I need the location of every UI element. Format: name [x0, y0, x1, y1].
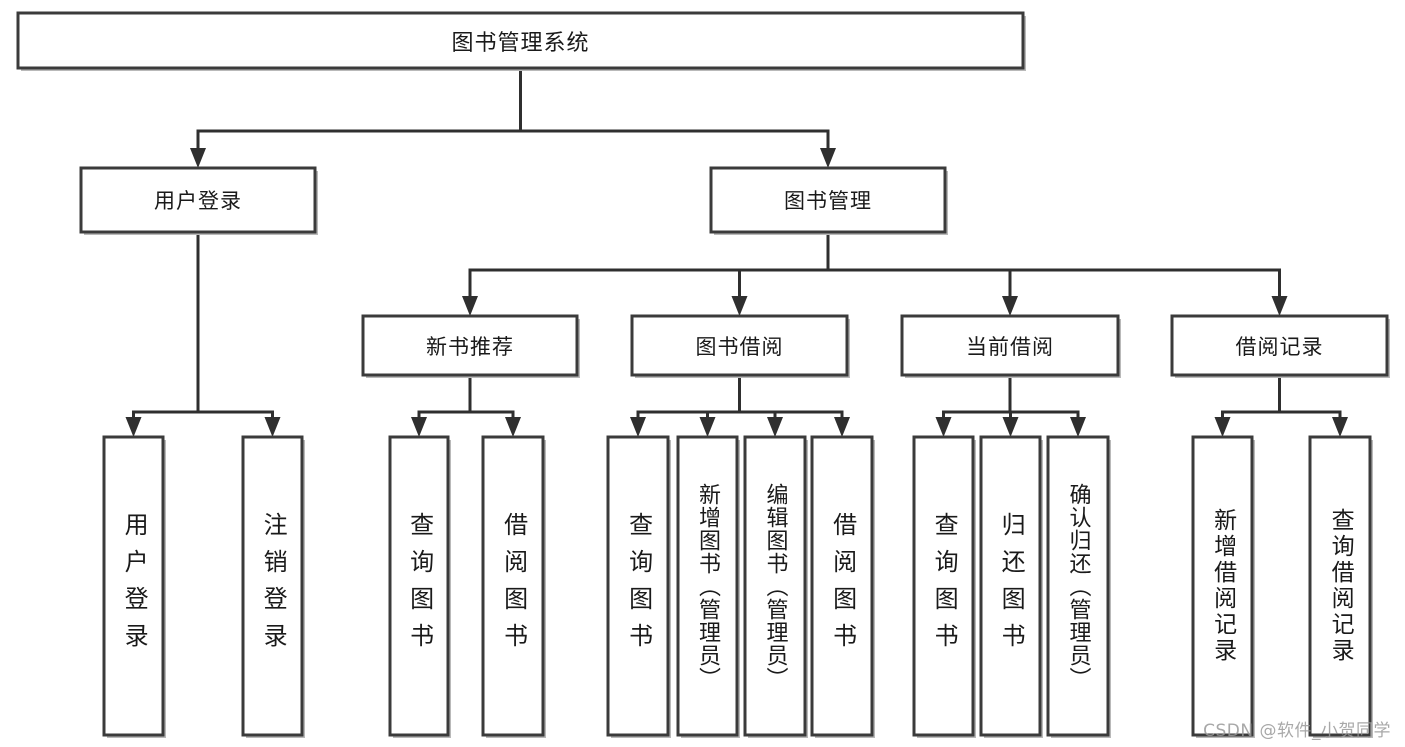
arrow-head-icon: [411, 417, 427, 437]
arrow-head-icon: [125, 417, 142, 437]
arrow-head-icon: [767, 417, 783, 437]
node-box-user-login[interactable]: [79, 166, 317, 234]
node-box-current-borrow[interactable]: [900, 314, 1120, 377]
arrow-head-icon: [1214, 417, 1231, 437]
boxes-layer: [16, 11, 1390, 738]
node-box-leaf-query-borrow-record[interactable]: [1308, 435, 1372, 737]
node-box-leaf-borrow-book-rec[interactable]: [481, 435, 545, 737]
node-box-leaf-query-book-borrow[interactable]: [606, 435, 670, 737]
arrow-head-icon: [1002, 296, 1018, 316]
node-box-leaf-return-book[interactable]: [979, 435, 1042, 737]
node-box-book-manage[interactable]: [709, 166, 947, 234]
arrow-head-icon: [1002, 417, 1019, 437]
node-box-new-book-recommend[interactable]: [361, 314, 579, 377]
node-box-leaf-user-login[interactable]: [102, 435, 165, 737]
arrow-head-icon: [1271, 296, 1288, 316]
node-box-leaf-query-book-rec[interactable]: [388, 435, 450, 737]
arrow-head-icon: [505, 417, 521, 437]
node-box-leaf-add-borrow-record[interactable]: [1191, 435, 1254, 737]
watermark-text: CSDN @软件_小贺同学: [1203, 721, 1391, 741]
node-box-leaf-confirm-return-admin[interactable]: [1046, 435, 1110, 737]
arrow-head-icon: [190, 148, 206, 168]
node-box-root[interactable]: [16, 11, 1025, 70]
arrow-head-icon: [699, 417, 716, 437]
connectors-layer: [125, 66, 1348, 437]
node-box-borrow-record[interactable]: [1170, 314, 1389, 377]
node-box-leaf-edit-book-admin[interactable]: [743, 435, 807, 737]
node-box-leaf-add-book-admin[interactable]: [676, 435, 739, 737]
arrow-head-icon: [462, 296, 478, 316]
arrow-head-icon: [731, 296, 748, 316]
arrow-head-icon: [630, 417, 646, 437]
arrow-head-icon: [1070, 417, 1086, 437]
node-box-leaf-borrow-book[interactable]: [810, 435, 874, 737]
arrow-head-icon: [1332, 417, 1348, 437]
arrow-head-icon: [834, 417, 850, 437]
node-box-leaf-user-logout[interactable]: [241, 435, 304, 737]
arrow-head-icon: [820, 148, 836, 168]
node-box-book-borrow[interactable]: [630, 314, 849, 377]
arrow-head-icon: [935, 417, 952, 437]
node-box-leaf-query-book-cur[interactable]: [912, 435, 975, 737]
arrow-head-icon: [264, 417, 281, 437]
